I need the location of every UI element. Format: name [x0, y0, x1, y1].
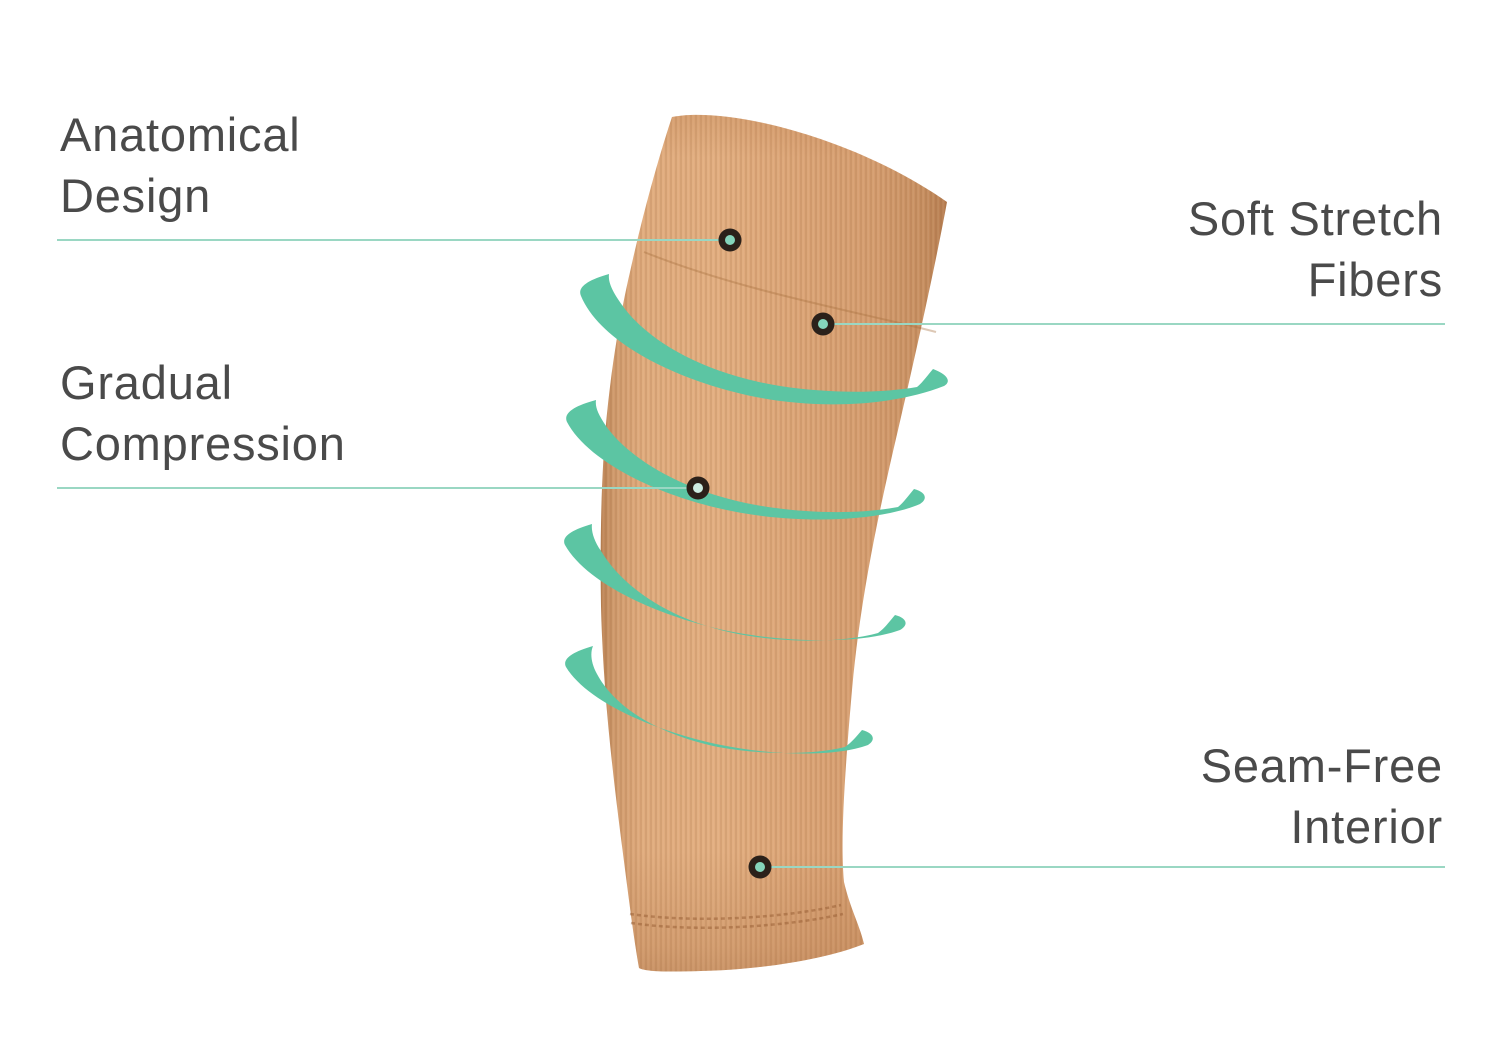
callout-seam-free-interior: Seam-Free Interior — [1201, 735, 1443, 857]
leader-lines — [57, 239, 1445, 868]
callout-soft-stretch-fibers-line1: Soft Stretch — [1187, 192, 1443, 245]
marker-dot-soft-stretch-fibers — [811, 312, 835, 336]
sleeve-shading — [600, 114, 947, 972]
bottom-hem-stitch-upper — [629, 903, 842, 921]
compression-rings — [564, 274, 948, 754]
callout-gradual-compression-line1: Gradual — [60, 356, 233, 409]
callout-anatomical-design: Anatomical Design — [60, 104, 301, 226]
callout-gradual-compression: Gradual Compression — [60, 352, 346, 474]
compression-ring-1 — [580, 274, 948, 405]
marker-dot-seam-free-interior — [748, 855, 772, 879]
callout-seam-free-interior-line1: Seam-Free — [1200, 739, 1443, 792]
marker-dot-anatomical-design — [718, 228, 742, 252]
callout-anatomical-design-line1: Anatomical — [60, 108, 301, 161]
compression-sleeve — [600, 114, 947, 972]
marker-dots — [686, 228, 835, 879]
callout-gradual-compression-line2: Compression — [60, 417, 346, 470]
compression-ring-2 — [566, 400, 925, 520]
marker-dot-gradual-compression — [686, 476, 710, 500]
callout-soft-stretch-fibers: Soft Stretch Fibers — [1188, 188, 1443, 310]
callout-soft-stretch-fibers-line2: Fibers — [1307, 253, 1443, 306]
callout-seam-free-interior-line2: Interior — [1290, 800, 1443, 853]
bottom-hem-stitch-lower — [630, 912, 844, 930]
callout-anatomical-design-line2: Design — [60, 169, 212, 222]
